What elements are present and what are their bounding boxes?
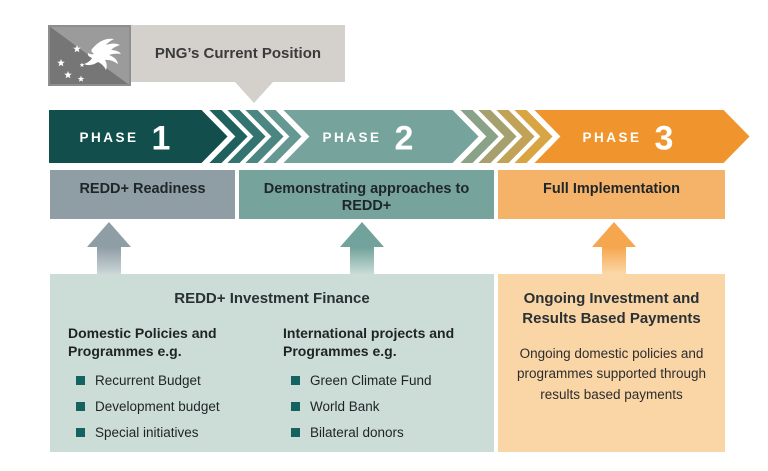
results-based-payments-panel: Ongoing Investment and Results Based Pay… (498, 274, 725, 452)
chevron-icon (509, 108, 556, 165)
list-item: Recurrent Budget (76, 373, 264, 388)
stage-box-demonstrating-approaches: Demonstrating approaches to REDD+ (239, 170, 494, 219)
square-bullet-icon (76, 401, 85, 411)
chevron-icon (491, 108, 538, 165)
phase-1-arrow (47, 108, 231, 165)
up-arrow-icon-gray (87, 222, 131, 274)
square-bullet-icon (291, 427, 300, 437)
list-item: Special initiatives (76, 425, 264, 440)
square-bullet-icon (76, 375, 85, 385)
arrow-stem (350, 247, 374, 274)
callout-tail (235, 82, 273, 103)
current-position-callout: PNG’s Current Position (131, 25, 345, 103)
square-bullet-icon (291, 375, 300, 385)
arrow-head (87, 222, 131, 247)
column-heading: International projects and Programmes e.… (283, 324, 455, 359)
up-arrow-icon-teal (340, 222, 384, 274)
chevron-icon (204, 108, 251, 165)
list-item-label: World Bank (310, 398, 380, 414)
phase-1-number: 1 (152, 120, 171, 158)
phase-2-number: 2 (395, 120, 414, 158)
column-heading: Domestic Policies and Programmes e.g. (68, 324, 217, 359)
finance-columns: Domestic Policies and Programmes e.g. Re… (50, 309, 494, 451)
list-item-label: Special initiatives (95, 424, 199, 440)
stage-label: Demonstrating approaches to REDD+ (263, 181, 470, 215)
list-item: World Bank (291, 399, 483, 414)
list-item: Green Climate Fund (291, 373, 483, 388)
png-flag-icon (48, 25, 131, 86)
phase-3-number: 3 (655, 120, 674, 158)
list-item-label: Green Climate Fund (310, 372, 432, 388)
chevron-icon (240, 108, 287, 165)
domestic-policies-column: Domestic Policies and Programmes e.g. Re… (68, 324, 264, 451)
arrow-stem (97, 247, 121, 274)
list-item-label: Recurrent Budget (95, 372, 201, 388)
phase-3-arrow (529, 108, 753, 165)
phase-3-word: PHASE (582, 130, 641, 145)
payments-panel-title: Ongoing Investment and Results Based Pay… (522, 290, 701, 327)
square-bullet-icon (291, 401, 300, 411)
payments-panel-body: Ongoing domestic policies and programmes… (516, 346, 707, 402)
stage-label: REDD+ Readiness (79, 181, 206, 197)
finance-panel-title: REDD+ Investment Finance (174, 290, 370, 307)
phase-1-word: PHASE (79, 130, 138, 145)
phase-2-word: PHASE (322, 130, 381, 145)
square-bullet-icon (76, 427, 85, 437)
arrow-head (592, 222, 636, 247)
up-arrow-icon-orange (592, 222, 636, 274)
list-item-label: Bilateral donors (310, 424, 404, 440)
stage-label: Full Implementation (543, 181, 680, 197)
stage-box-redd-readiness: REDD+ Readiness (50, 170, 235, 219)
stage-box-full-implementation: Full Implementation (498, 170, 725, 219)
arrow-head (340, 222, 384, 247)
list-item-label: Development budget (95, 398, 220, 414)
chevron-icon (473, 108, 520, 165)
phase-bar: PHASE 1 PHASE 2 PHASE 3 (47, 108, 753, 165)
current-position-label: PNG’s Current Position (154, 45, 322, 62)
list-item: Bilateral donors (291, 425, 483, 440)
flag-border (48, 25, 131, 86)
arrow-stem (602, 247, 626, 274)
chevron-icon (222, 108, 269, 165)
chevron-icon (258, 108, 305, 165)
phase-2-arrow (278, 108, 482, 165)
bird-of-paradise-icon (84, 38, 121, 70)
investment-finance-panel: REDD+ Investment Finance Domestic Polici… (50, 274, 494, 452)
chevron-icon (455, 108, 502, 165)
international-projects-column: International projects and Programmes e.… (283, 324, 483, 451)
list-item: Development budget (76, 399, 264, 414)
southern-cross-stars-icon (57, 45, 85, 82)
